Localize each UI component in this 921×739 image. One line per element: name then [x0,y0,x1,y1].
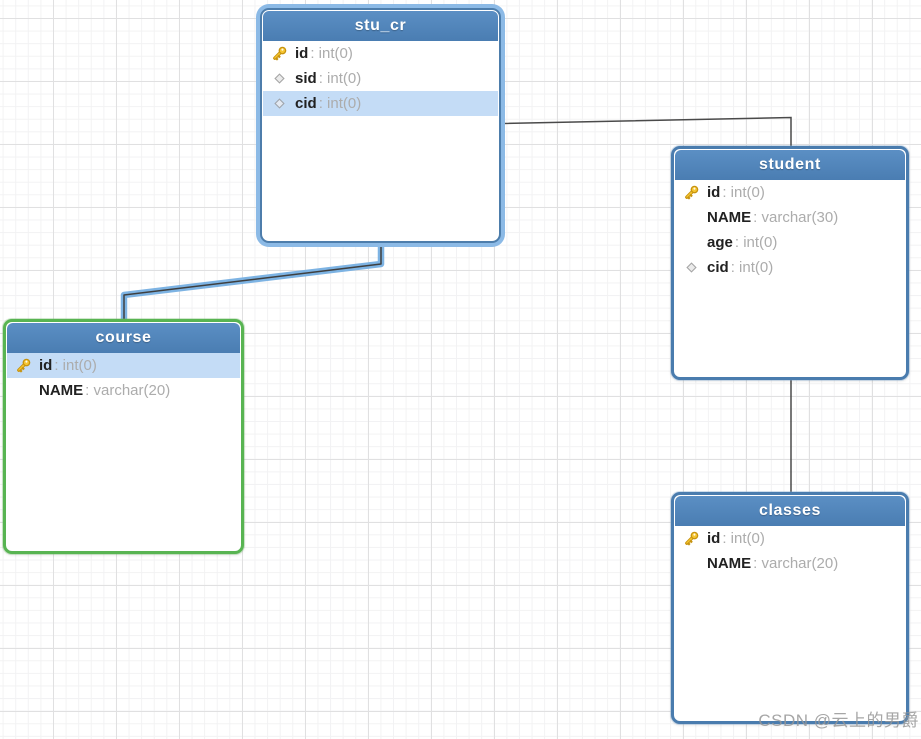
field-type: : int(0) [310,45,353,62]
field-name: NAME [707,555,752,572]
field-name: id [707,184,721,201]
primary-key-icon [675,184,707,201]
connector-stu_cr-student[interactable] [500,116,792,149]
table-stu_cr-header[interactable]: stu_cr [263,11,498,41]
field-row-id[interactable]: id : int(0) [7,353,240,378]
field-name: cid [295,95,317,112]
field-row-name[interactable]: NAME : varchar(20) [675,551,905,576]
field-name: cid [707,259,729,276]
field-row-id[interactable]: id : int(0) [263,41,498,66]
table-title: classes [758,502,822,519]
table-course-header[interactable]: course [7,323,240,353]
field-type: : int(0) [318,95,362,112]
field-row-sid[interactable]: sid : int(0) [263,66,498,91]
table-title: student [759,156,821,173]
index-diamond-icon [263,98,295,109]
field-name: id [707,530,721,547]
field-name: age [707,234,733,251]
watermark: CSDN @云上的男爵 [758,711,919,730]
index-diamond-icon [263,73,295,84]
table-stu_cr[interactable]: stu_cr id : int(0) sid : int(0) [260,8,501,243]
field-type: : int(0) [54,357,97,374]
table-classes[interactable]: classes id : int(0) NAME : varchar(20) [671,492,909,724]
field-row-cid[interactable]: cid : int(0) [675,255,905,280]
table-course[interactable]: course id : int(0) NAME : varchar(20) [3,319,244,554]
field-type: : int(0) [734,234,778,251]
index-diamond-icon [675,262,707,273]
field-type: : varchar(30) [753,209,839,226]
primary-key-icon [7,357,39,374]
field-type: : int(0) [722,184,765,201]
table-title: stu_cr [354,17,407,34]
field-type: : varchar(20) [753,555,839,572]
field-row-age[interactable]: age : int(0) [675,230,905,255]
table-student-header[interactable]: student [675,150,905,180]
field-type: : int(0) [730,259,774,276]
field-name: id [295,45,309,62]
field-name: id [39,357,53,374]
field-row-id[interactable]: id : int(0) [675,180,905,205]
table-title: course [95,329,152,346]
connector-stu_cr-course[interactable] [123,238,382,321]
field-type: : int(0) [318,70,362,87]
primary-key-icon [263,45,295,62]
field-name: sid [295,70,317,87]
field-name: NAME [39,382,84,399]
field-type: : int(0) [722,530,765,547]
primary-key-icon [675,530,707,547]
field-row-name[interactable]: NAME : varchar(20) [7,378,240,403]
field-row-name[interactable]: NAME : varchar(30) [675,205,905,230]
field-row-id[interactable]: id : int(0) [675,526,905,551]
field-type: : varchar(20) [85,382,171,399]
table-classes-header[interactable]: classes [675,496,905,526]
table-student[interactable]: student id : int(0) NAME : varchar(30) a… [671,146,909,380]
field-row-cid[interactable]: cid : int(0) [263,91,498,116]
field-name: NAME [707,209,752,226]
